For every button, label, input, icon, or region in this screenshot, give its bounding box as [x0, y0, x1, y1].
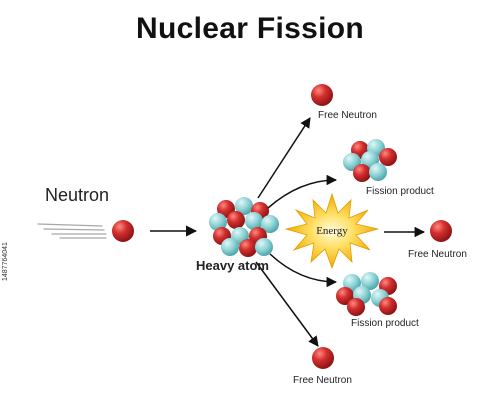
free-neutron-bottom: [312, 347, 334, 369]
fission-product-bottom-label: Fission product: [351, 318, 419, 329]
diagram-title: Nuclear Fission: [136, 12, 364, 45]
arrow-to-fission-product-top: [267, 174, 338, 209]
free-neutron-top-label: Free Neutron: [318, 110, 377, 121]
free-neutron-top: [311, 84, 333, 106]
stock-id-label: 1487764041: [2, 242, 9, 281]
energy-burst: [284, 192, 379, 270]
motion-lines: [37, 223, 107, 239]
arrow-to-free-neutron-top: [257, 117, 311, 199]
free-neutron-bottom-label: Free Neutron: [293, 375, 352, 386]
fission-product-top-label: Fission product: [366, 186, 434, 197]
fission-product-bottom-cluster: [336, 272, 397, 316]
free-neutron-mid: [430, 220, 452, 242]
arrow-to-free-neutron-bottom: [255, 261, 319, 347]
fission-product-top-cluster: [343, 139, 397, 182]
heavy-atom-label: Heavy atom: [196, 258, 269, 273]
heavy-atom-nucleus: [209, 197, 279, 257]
arrow-to-fission-product-bottom: [269, 253, 338, 288]
incoming-neutron: [112, 220, 134, 242]
neutron-label: Neutron: [45, 185, 110, 205]
energy-label: Energy: [316, 225, 348, 237]
free-neutron-mid-label: Free Neutron: [408, 249, 467, 260]
